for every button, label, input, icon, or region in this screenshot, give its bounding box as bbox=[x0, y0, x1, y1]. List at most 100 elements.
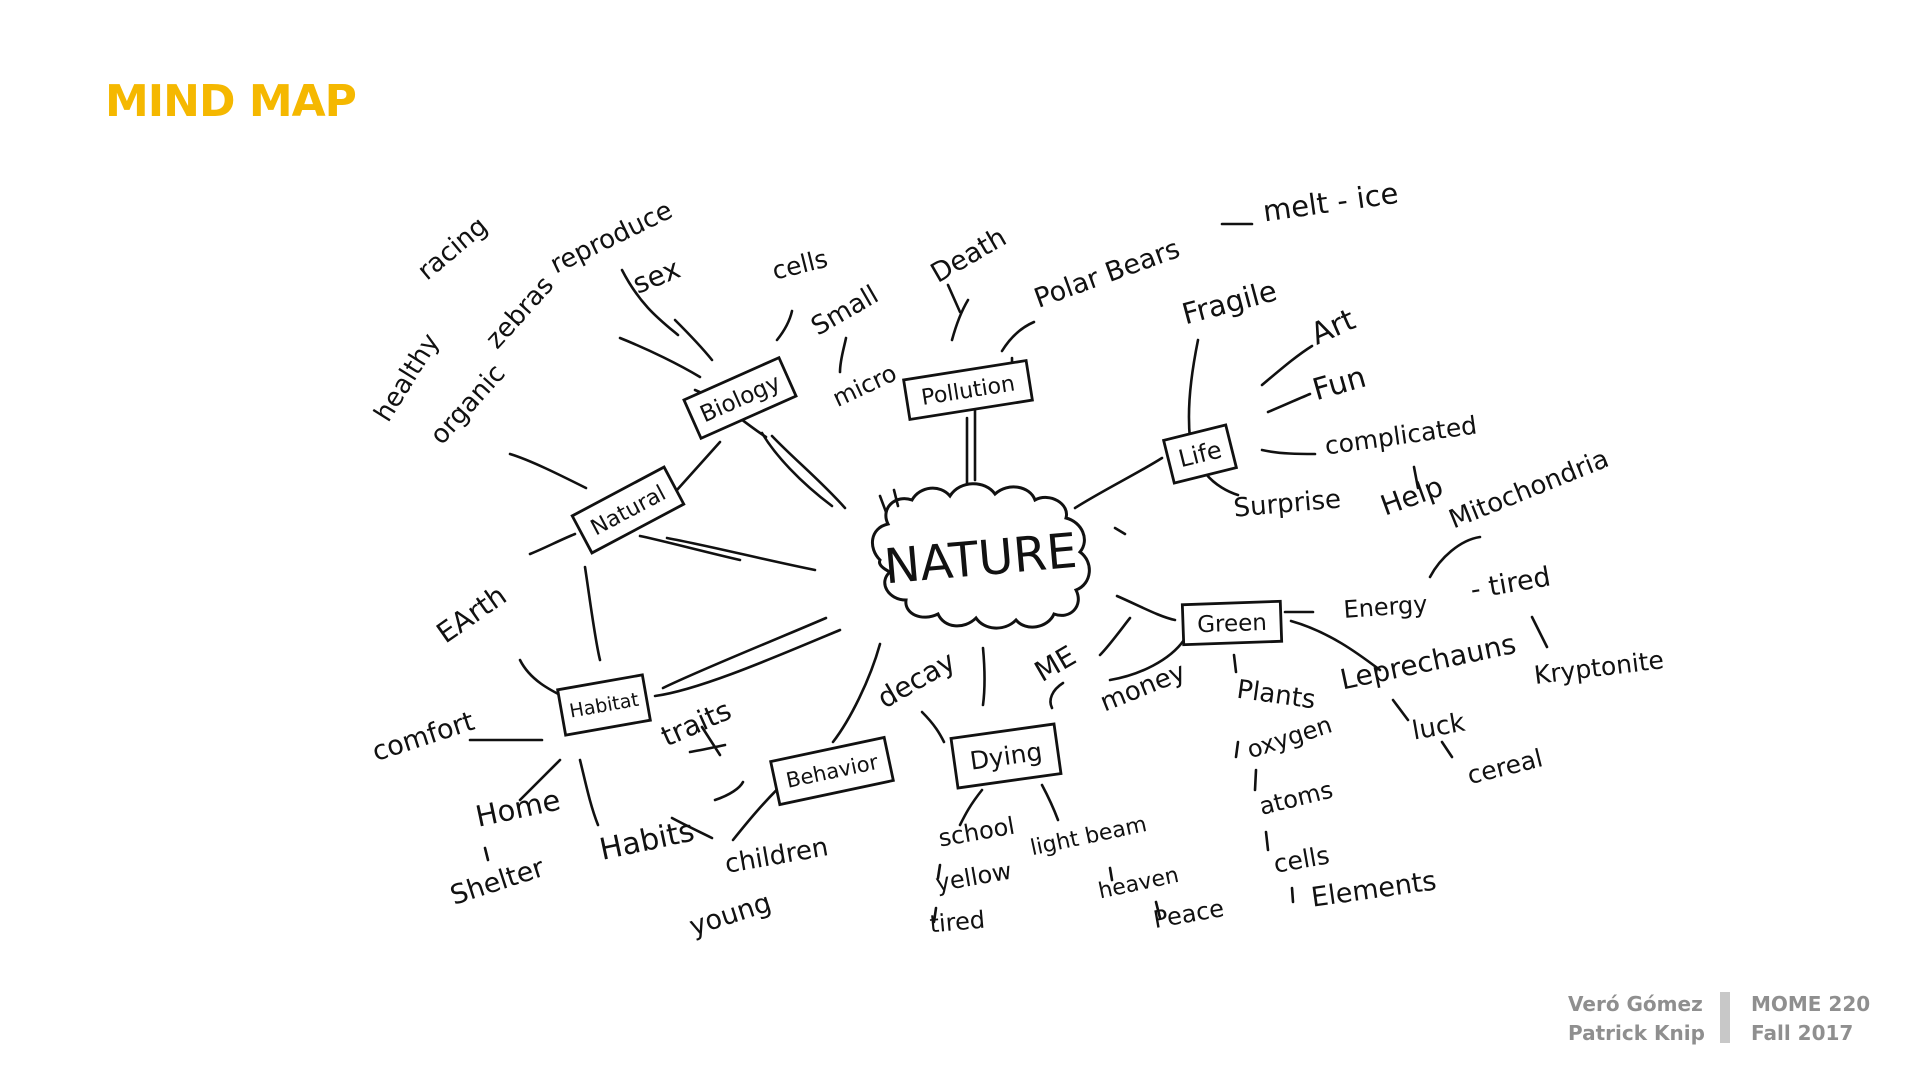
connector bbox=[920, 710, 946, 744]
leaf-word-oxygen: oxygen bbox=[1244, 711, 1336, 765]
center-node: NATURE bbox=[871, 482, 1127, 630]
branch-node-biology: Biology bbox=[682, 355, 798, 441]
leaf-word-tired-dying: tired bbox=[928, 906, 986, 939]
footer-course-info: MOME 220 Fall 2017 bbox=[1751, 990, 1870, 1048]
connector bbox=[1234, 740, 1240, 759]
connector bbox=[653, 628, 842, 698]
connector bbox=[1000, 320, 1036, 353]
connector bbox=[1232, 653, 1238, 674]
leaf-word-sex: sex bbox=[628, 252, 685, 301]
footer-divider bbox=[1720, 992, 1730, 1043]
connector bbox=[1108, 866, 1114, 882]
leaf-word-zebras: zebras bbox=[480, 271, 560, 355]
leaf-word-fragile: Fragile bbox=[1178, 273, 1280, 331]
connector bbox=[1440, 740, 1454, 759]
connector bbox=[1204, 472, 1240, 497]
leaf-word-complicated: complicated bbox=[1323, 411, 1479, 461]
connector bbox=[981, 646, 986, 707]
connector bbox=[1266, 392, 1312, 414]
connector bbox=[831, 642, 882, 744]
connector bbox=[760, 431, 834, 508]
leaf-word-earth: EArth bbox=[431, 579, 513, 650]
leaf-word-surprise: Surprise bbox=[1232, 484, 1342, 523]
leaf-word-tired-green: - tired bbox=[1468, 561, 1553, 606]
branch-node-box bbox=[1180, 599, 1284, 647]
leaf-word-cells-green: cells bbox=[1271, 840, 1331, 878]
branch-node-box bbox=[556, 673, 652, 737]
leaf-word-young: young bbox=[686, 887, 775, 942]
emphasis-mark bbox=[878, 494, 888, 514]
connector bbox=[518, 758, 562, 802]
branch-node-box bbox=[1161, 423, 1239, 485]
leaf-word-organic: organic bbox=[425, 359, 512, 451]
leaf-word-cells-bio: cells bbox=[769, 244, 830, 286]
connector bbox=[583, 565, 602, 662]
connector bbox=[838, 336, 848, 374]
connector bbox=[673, 318, 714, 362]
footer-authors: Veró Gómez Patrick Knip bbox=[1568, 990, 1705, 1048]
connector bbox=[932, 906, 938, 924]
center-cloud-shape bbox=[871, 482, 1091, 630]
connector bbox=[1154, 900, 1162, 920]
branch-node-label: Green bbox=[1197, 610, 1268, 638]
course-term: Fall 2017 bbox=[1751, 1021, 1854, 1045]
leaf-word-habits: Habits bbox=[597, 814, 698, 868]
connector bbox=[775, 309, 794, 342]
leaf-word-shelter: Shelter bbox=[447, 852, 549, 912]
connector bbox=[1260, 448, 1317, 456]
connector bbox=[528, 532, 577, 556]
course-code: MOME 220 bbox=[1751, 992, 1871, 1016]
leaf-word-leprechauns: Leprechauns bbox=[1337, 627, 1519, 696]
author-name: Veró Gómez bbox=[1568, 992, 1703, 1016]
leaf-word-elements: Elements bbox=[1309, 865, 1438, 913]
slide-title: MIND MAP bbox=[105, 76, 357, 127]
branch-node-box bbox=[902, 358, 1034, 422]
connector bbox=[1098, 616, 1132, 657]
leaf-word-decay: decay bbox=[872, 644, 961, 715]
connector bbox=[946, 283, 962, 314]
connector bbox=[1530, 615, 1549, 649]
connector bbox=[1290, 886, 1295, 904]
connector bbox=[638, 534, 742, 562]
leaf-word-healthy: healthy bbox=[369, 328, 446, 427]
leaf-word-polar-bears: Polar Bears bbox=[1030, 233, 1184, 314]
leaf-word-school: school bbox=[936, 812, 1017, 853]
leaf-word-comfort: comfort bbox=[368, 706, 478, 768]
connector bbox=[1391, 698, 1410, 722]
author-name: Patrick Knip bbox=[1568, 1021, 1705, 1045]
leaf-word-atoms: atoms bbox=[1256, 776, 1335, 821]
leaf-word-home: Home bbox=[473, 783, 564, 834]
connector bbox=[483, 846, 490, 862]
leaf-word-yellow: yellow bbox=[933, 857, 1013, 898]
leaf-word-money: money bbox=[1096, 657, 1190, 718]
branch-node-habitat: Habitat bbox=[556, 673, 652, 737]
leaf-word-death: Death bbox=[926, 222, 1012, 290]
connector-lines bbox=[468, 222, 1549, 924]
connector bbox=[618, 336, 702, 379]
connector bbox=[713, 780, 745, 802]
connector bbox=[508, 452, 588, 490]
branch-node-box bbox=[682, 355, 798, 441]
branch-node-dying: Dying bbox=[949, 722, 1063, 790]
leaf-word-mitochondria: Mitochondria bbox=[1445, 444, 1613, 535]
leaf-word-light-beam: light beam bbox=[1028, 812, 1149, 861]
connector bbox=[1253, 768, 1258, 792]
branch-node-box bbox=[949, 722, 1063, 790]
branch-node-natural: Natural bbox=[570, 465, 686, 555]
connector bbox=[1040, 783, 1060, 822]
branch-node-box bbox=[570, 465, 686, 555]
branch-node-life: Life bbox=[1161, 423, 1239, 485]
connector bbox=[1115, 594, 1177, 622]
leaf-word-art: Art bbox=[1306, 302, 1361, 352]
connector bbox=[661, 616, 828, 690]
connector bbox=[936, 863, 942, 880]
connector bbox=[1412, 465, 1420, 490]
leaf-word-luck: luck bbox=[1410, 708, 1467, 747]
leaf-word-peace: Peace bbox=[1151, 894, 1226, 934]
leaf-word-kryptonite: Kryptonite bbox=[1532, 645, 1665, 690]
connector bbox=[770, 434, 847, 510]
leaf-word-racing: racing bbox=[412, 211, 493, 286]
emphasis-mark bbox=[892, 488, 900, 508]
branch-node-behavior: Behavior bbox=[769, 735, 895, 807]
